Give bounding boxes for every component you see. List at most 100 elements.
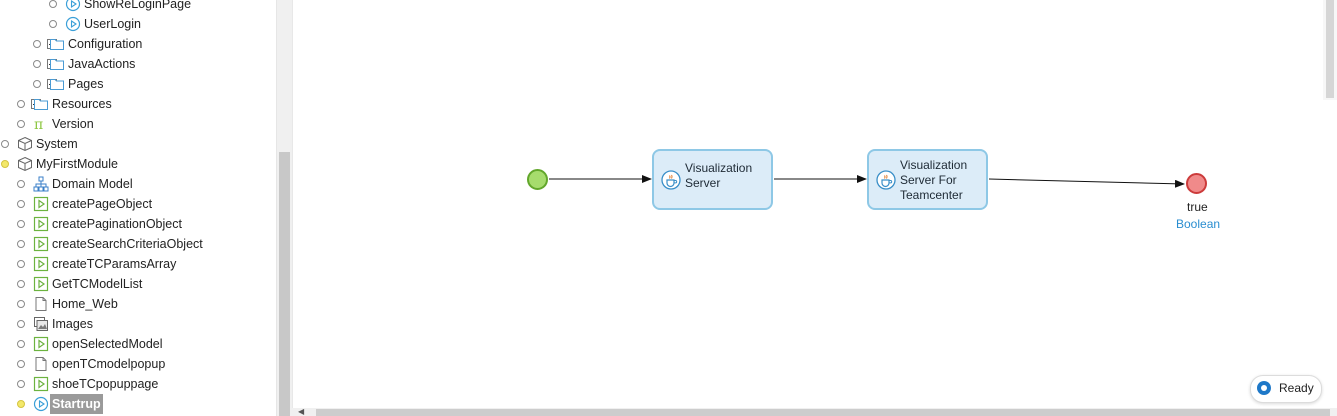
tree-item-label: createPageObject xyxy=(52,197,153,211)
tree-item-label: ShowReLoginPage xyxy=(84,0,192,11)
folder-icon xyxy=(49,36,65,52)
status-circle-icon xyxy=(17,360,25,368)
tree-item[interactable]: createPaginationObject xyxy=(0,214,276,234)
status-circle-icon xyxy=(17,180,25,188)
tree-item-label: GetTCModelList xyxy=(52,277,143,291)
tree-item-label: JavaActions xyxy=(68,57,136,71)
folder-icon xyxy=(49,76,65,92)
microflow-play-icon xyxy=(65,0,81,12)
tree-item-label: Version xyxy=(52,117,94,131)
sequence-flow-3 xyxy=(988,178,1185,188)
microflow-icon xyxy=(33,196,49,212)
tree-item[interactable]: createSearchCriteriaObject xyxy=(0,234,276,254)
tree-item[interactable]: ShowReLoginPage xyxy=(0,0,276,14)
tree-item[interactable]: Domain Model xyxy=(0,174,276,194)
action-label: Visualization Server For Teamcenter xyxy=(900,158,968,202)
tree-item[interactable]: createTCParamsArray xyxy=(0,254,276,274)
status-circle-icon xyxy=(17,200,25,208)
status-circle-icon xyxy=(17,260,25,268)
tree-item[interactable]: Pages xyxy=(0,74,276,94)
tree-item[interactable]: createPageObject xyxy=(0,194,276,214)
status-text: Ready xyxy=(1279,381,1314,395)
tree-item-label: Home_Web xyxy=(52,297,118,311)
microflow-play-icon xyxy=(33,396,49,412)
status-circle-icon xyxy=(17,280,25,288)
svg-text:π: π xyxy=(34,117,43,132)
module-box-icon xyxy=(17,136,33,152)
status-circle-icon xyxy=(33,40,41,48)
status-circle-icon xyxy=(1,160,9,168)
tree-item[interactable]: Images xyxy=(0,314,276,334)
microflow-icon xyxy=(33,236,49,252)
microflow-play-icon xyxy=(65,16,81,32)
tree-item[interactable]: Resources xyxy=(0,94,276,114)
tree-item[interactable]: Configuration xyxy=(0,34,276,54)
java-action-visualization-server[interactable]: Visualization Server xyxy=(652,149,773,210)
folder-icon xyxy=(49,56,65,72)
end-event-return-value: true xyxy=(1187,200,1208,214)
tree-item-label: UserLogin xyxy=(84,17,141,31)
status-indicator: Ready xyxy=(1250,375,1322,403)
tree-item[interactable]: π Version xyxy=(0,114,276,134)
microflow-canvas[interactable] xyxy=(292,0,1337,416)
tree-item[interactable]: shoeTCpopuppage xyxy=(0,374,276,394)
java-action-visualization-server-teamcenter[interactable]: Visualization Server For Teamcenter xyxy=(867,149,988,210)
tree-item[interactable]: MyFirstModule xyxy=(0,154,276,174)
tree-item-label: MyFirstModule xyxy=(36,157,118,171)
tree-item-label: Domain Model xyxy=(52,177,133,191)
tree-item-label: shoeTCpopuppage xyxy=(52,377,159,391)
tree-item[interactable]: Home_Web xyxy=(0,294,276,314)
tree-item[interactable]: openTCmodelpopup xyxy=(0,354,276,374)
tree-item[interactable]: Startrup xyxy=(0,394,276,414)
status-circle-icon xyxy=(17,300,25,308)
status-dot-icon xyxy=(1257,381,1271,395)
microflow-icon xyxy=(33,276,49,292)
microflow-icon xyxy=(33,216,49,232)
status-circle-icon xyxy=(17,400,25,408)
tree-item-label: createPaginationObject xyxy=(52,217,182,231)
microflow-icon xyxy=(33,376,49,392)
status-circle-icon xyxy=(17,320,25,328)
tree-item-label: Images xyxy=(52,317,93,331)
tree-vertical-scrollbar[interactable] xyxy=(276,0,292,416)
image-collection-icon xyxy=(33,316,49,332)
canvas-horizontal-scrollbar[interactable]: ◀ xyxy=(292,408,1337,416)
canvas-vscroll-thumb[interactable] xyxy=(1326,0,1334,98)
end-event[interactable] xyxy=(1186,173,1207,194)
tree-item-label: Resources xyxy=(52,97,112,111)
status-circle-icon xyxy=(17,120,25,128)
java-action-icon xyxy=(661,170,681,190)
tree-item-label: createTCParamsArray xyxy=(52,257,177,271)
scroll-left-arrow-icon[interactable]: ◀ xyxy=(298,407,305,416)
tree-item[interactable]: UserLogin xyxy=(0,14,276,34)
status-circle-icon xyxy=(17,340,25,348)
microflow-icon xyxy=(33,336,49,352)
module-box-icon xyxy=(17,156,33,172)
canvas-hscroll-thumb[interactable] xyxy=(316,409,1330,416)
tree-scrollbar-thumb[interactable] xyxy=(279,152,290,416)
status-circle-icon xyxy=(49,0,57,8)
canvas-vertical-scrollbar[interactable] xyxy=(1323,0,1337,100)
tree-item[interactable]: GetTCModelList xyxy=(0,274,276,294)
status-circle-icon xyxy=(17,240,25,248)
version-pi-icon: π xyxy=(33,116,49,133)
start-event[interactable] xyxy=(527,169,548,190)
status-circle-icon xyxy=(33,60,41,68)
tree-item[interactable]: openSelectedModel xyxy=(0,334,276,354)
tree-item-label: System xyxy=(36,137,78,151)
tree-item[interactable]: JavaActions xyxy=(0,54,276,74)
status-circle-icon xyxy=(17,100,25,108)
flow-arrows xyxy=(549,175,1185,188)
tree-item-label: openSelectedModel xyxy=(52,337,163,351)
status-circle-icon xyxy=(17,380,25,388)
tree-item-label: Startrup xyxy=(50,394,103,414)
status-circle-icon xyxy=(1,140,9,148)
page-icon xyxy=(33,356,49,372)
status-circle-icon xyxy=(33,80,41,88)
tree-item[interactable]: System xyxy=(0,134,276,154)
domain-model-icon xyxy=(33,176,49,192)
tree-item-label: createSearchCriteriaObject xyxy=(52,237,203,251)
status-circle-icon xyxy=(17,220,25,228)
status-circle-icon xyxy=(49,20,57,28)
